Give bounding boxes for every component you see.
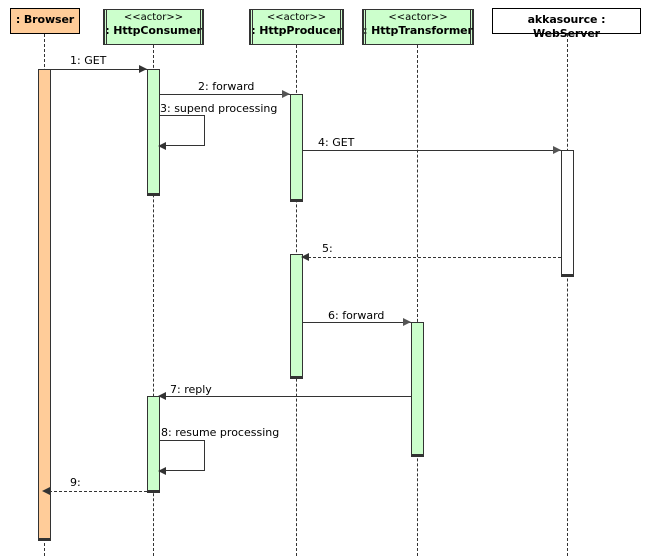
message-arrowhead-7 <box>158 392 166 400</box>
message-label-5: 5: <box>322 242 333 255</box>
activation-browser <box>38 69 51 541</box>
message-label-6: 6: forward <box>328 309 385 322</box>
message-line-1[interactable] <box>44 69 147 70</box>
participant-head-httpconsumer[interactable]: <<actor>> : HttpConsumer <box>103 9 204 45</box>
message-label-1: 1: GET <box>70 54 107 67</box>
message-selfloop-3[interactable] <box>160 115 205 146</box>
participant-head-webserver[interactable]: akkasource : WebServer <box>492 8 641 40</box>
stereotype-httptransformer: <<actor>> <box>388 12 448 23</box>
participant-name-httptransformer: : HttpTransformer <box>363 24 473 37</box>
participant-head-browser[interactable]: : Browser <box>10 8 80 34</box>
message-selfloop-8[interactable] <box>160 440 205 471</box>
message-arrowhead-6 <box>403 318 411 326</box>
message-label-3: 3: supend processing <box>160 102 278 115</box>
participant-name-webserver: akkasource : WebServer <box>527 13 606 40</box>
message-line-9[interactable] <box>44 491 147 492</box>
message-label-7: 7: reply <box>170 383 212 396</box>
activation-httpproducer-2 <box>290 254 303 379</box>
participant-name-httpproducer: : HttpProducer <box>251 24 342 37</box>
participant-name-browser: : Browser <box>15 13 75 26</box>
message-label-9: 9: <box>70 476 81 489</box>
message-label-8: 8: resume processing <box>161 426 280 439</box>
message-label-4: 4: GET <box>318 136 355 149</box>
participant-head-httptransformer[interactable]: <<actor>> : HttpTransformer <box>362 9 474 45</box>
message-line-7[interactable] <box>160 396 411 397</box>
lifeline-webserver <box>567 34 568 556</box>
message-arrowhead-5 <box>301 253 309 261</box>
activation-httpconsumer-1 <box>147 69 160 196</box>
activation-httptransformer-1 <box>411 322 424 457</box>
activation-webserver-1 <box>561 150 574 277</box>
participant-head-httpproducer[interactable]: <<actor>> : HttpProducer <box>249 9 344 45</box>
activation-httpproducer-1 <box>290 94 303 202</box>
message-arrowhead-9 <box>42 487 50 495</box>
stereotype-httpproducer: <<actor>> <box>266 12 327 23</box>
participant-name-httpconsumer: : HttpConsumer <box>105 24 202 37</box>
lifeline-httptransformer <box>417 45 418 556</box>
activation-httpconsumer-2 <box>147 396 160 493</box>
lifeline-httpconsumer <box>153 45 154 556</box>
message-line-6[interactable] <box>303 322 411 323</box>
message-arrowhead-2 <box>282 90 290 98</box>
message-line-2[interactable] <box>160 94 290 95</box>
message-label-2: 2: forward <box>198 80 255 93</box>
message-line-5[interactable] <box>303 257 561 258</box>
message-arrowhead-4 <box>553 146 561 154</box>
message-arrowhead-3 <box>158 142 166 150</box>
message-arrowhead-1 <box>139 65 147 73</box>
message-line-4[interactable] <box>303 150 561 151</box>
stereotype-httpconsumer: <<actor>> <box>123 12 184 23</box>
message-arrowhead-8 <box>158 467 166 475</box>
